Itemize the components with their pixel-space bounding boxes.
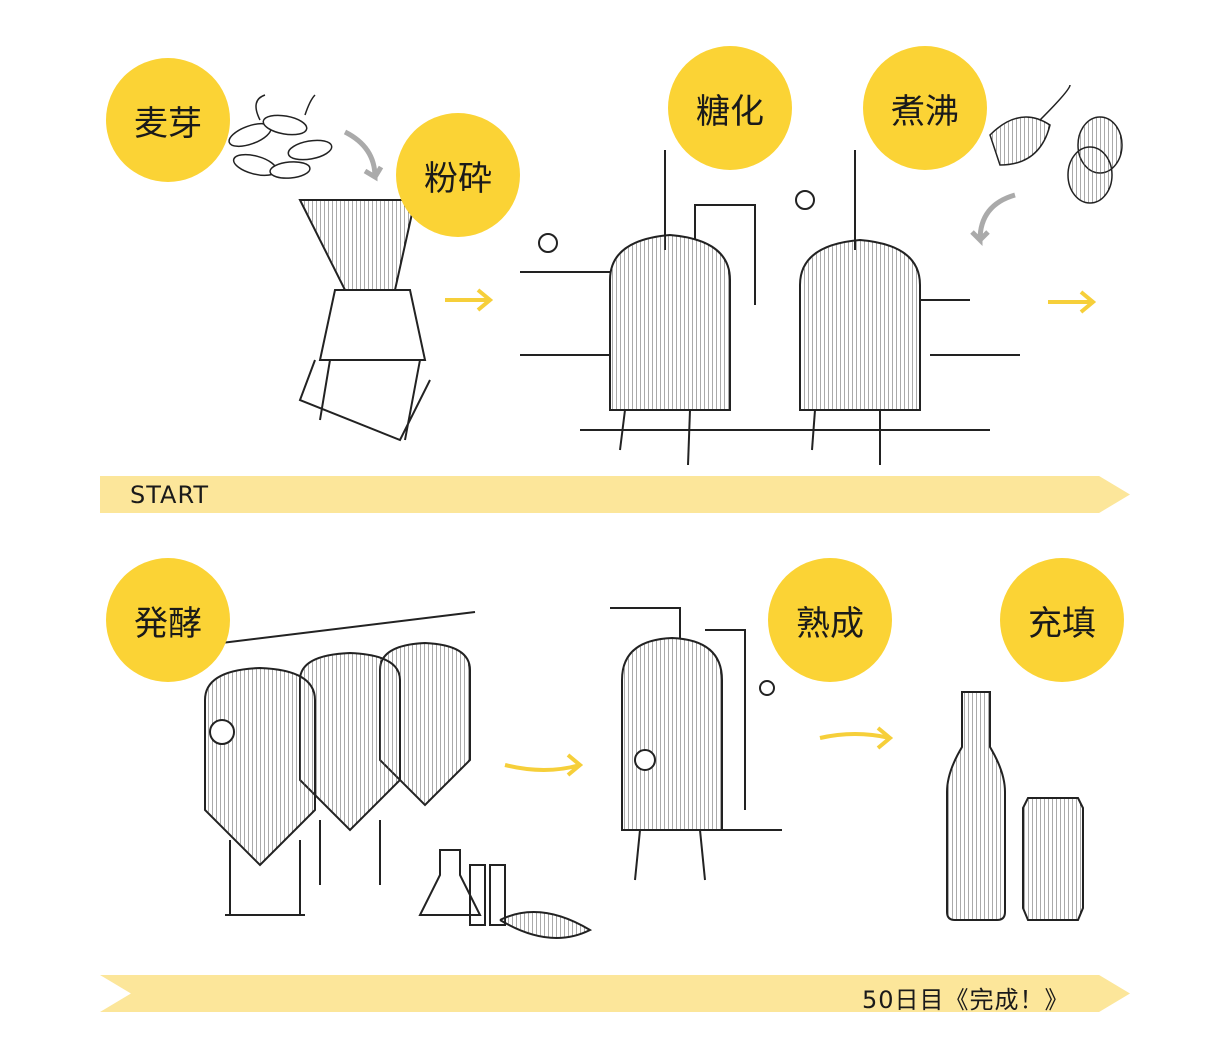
finish-label: 50日目《完成！》 bbox=[862, 986, 1070, 1014]
fermentation-tanks-illustration bbox=[204, 611, 593, 939]
finish-banner: 50日目《完成！》 bbox=[100, 975, 1130, 1012]
step-label: 糖化 bbox=[696, 91, 764, 132]
step-label: 煮沸 bbox=[891, 91, 959, 132]
grey-arrow-icon bbox=[343, 129, 384, 182]
step-maturation: 熟成 bbox=[768, 558, 892, 682]
process-arrow-icon bbox=[445, 288, 1097, 777]
step-label: 充填 bbox=[1028, 603, 1096, 644]
grey-arrow-icon bbox=[970, 192, 1016, 247]
hops-illustration bbox=[989, 84, 1123, 204]
step-label: 熟成 bbox=[796, 603, 864, 644]
malt-grains-illustration bbox=[228, 94, 333, 179]
bottle-and-can-illustration bbox=[946, 691, 1084, 921]
step-milling: 粉砕 bbox=[396, 113, 520, 237]
brewing-tanks-illustration bbox=[520, 150, 1020, 466]
start-banner: START bbox=[100, 476, 1130, 513]
maturation-tank-illustration bbox=[610, 607, 782, 881]
step-mashing: 糖化 bbox=[668, 46, 792, 170]
step-filling: 充填 bbox=[1000, 558, 1124, 682]
step-fermentation: 発酵 bbox=[106, 558, 230, 682]
step-malt: 麦芽 bbox=[106, 58, 230, 182]
mill-illustration bbox=[298, 199, 431, 442]
step-label: 粉砕 bbox=[424, 158, 492, 199]
step-boiling: 煮沸 bbox=[863, 46, 987, 170]
step-label: 発酵 bbox=[134, 603, 202, 644]
start-label: START bbox=[130, 481, 210, 509]
step-label: 麦芽 bbox=[134, 103, 202, 144]
